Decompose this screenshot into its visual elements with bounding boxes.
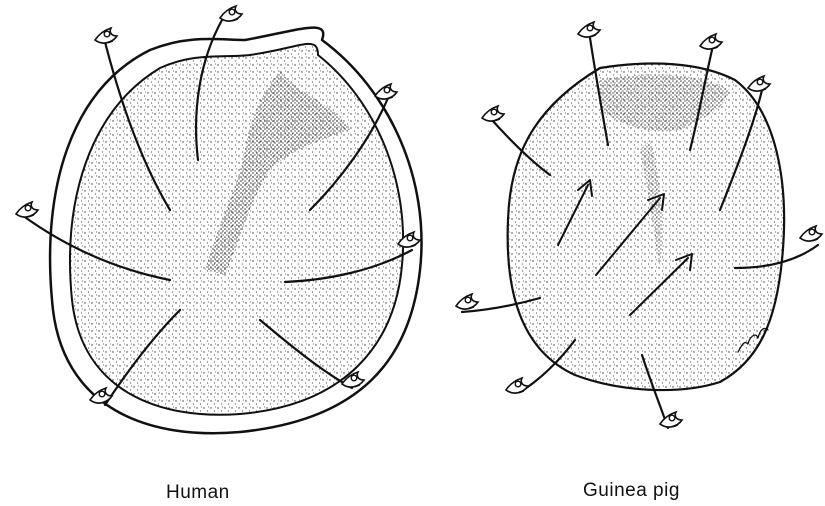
caption-guinea-pig: Guinea pig: [583, 480, 680, 502]
human-diagram: [16, 6, 422, 433]
guinea-pig-diagram: [456, 22, 822, 428]
caption-human: Human: [166, 482, 230, 504]
